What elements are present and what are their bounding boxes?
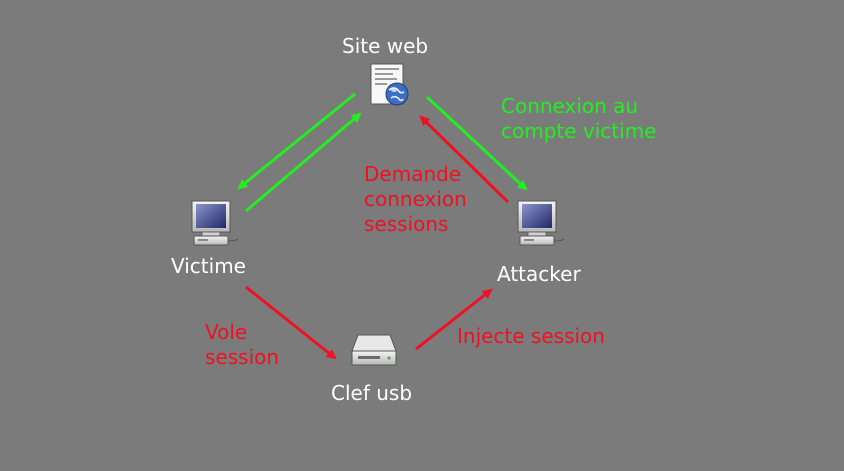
arrow-attacker-to-site	[419, 115, 510, 204]
arrow-victim-to-site	[245, 112, 362, 213]
web-page-globe-icon	[370, 63, 409, 106]
session-request-line1: Demande	[364, 162, 462, 186]
steal-session-label: Vole session	[205, 320, 279, 370]
attacker-label: Attacker	[497, 262, 581, 286]
arrow-site-to-attacker	[425, 95, 528, 191]
usb-label: Clef usb	[331, 381, 413, 405]
session-request-line2: connexion	[364, 187, 467, 211]
login-victim-account-line2: compte victime	[501, 119, 657, 143]
steal-session-line1: Vole	[205, 320, 248, 344]
login-victim-account-line1: Connexion au	[501, 94, 639, 118]
session-request-label: Demande connexion sessions	[364, 162, 467, 237]
arrow-site-to-victim	[237, 92, 356, 190]
site-web-label: Site web	[342, 34, 429, 58]
arrow-victim-to-usb	[245, 285, 337, 360]
inject-session-line1: Injecte session	[457, 324, 605, 348]
arrow-usb-to-attacker	[415, 288, 493, 351]
inject-session-label: Injecte session	[457, 324, 605, 349]
victim-computer-icon	[191, 200, 239, 246]
login-victim-account-label: Connexion au compte victime	[501, 94, 657, 144]
attacker-computer-icon	[517, 200, 565, 246]
session-request-line3: sessions	[364, 212, 449, 236]
usb-drive-icon	[351, 334, 397, 366]
victim-label: Victime	[171, 254, 246, 278]
steal-session-line2: session	[205, 345, 280, 369]
